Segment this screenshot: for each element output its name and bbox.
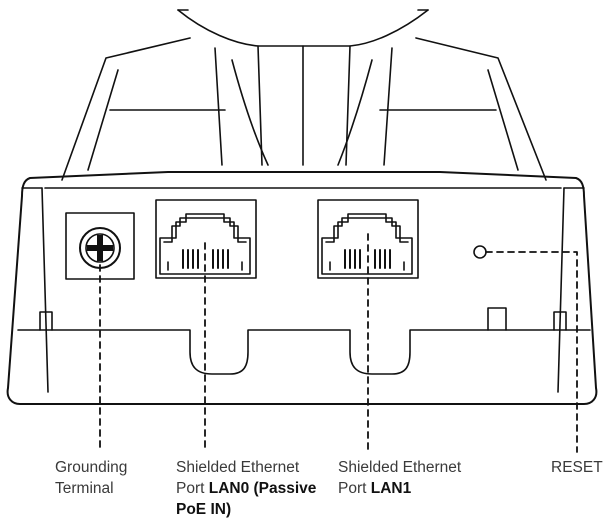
lan1-label-line2: Port LAN1: [338, 478, 461, 499]
reset-leader: [485, 251, 578, 453]
lan0-port: [155, 199, 257, 279]
rj45-port-icon: [321, 213, 413, 275]
lan0-label-line2: Port LAN0 (Passive: [176, 478, 316, 499]
housing: [6, 171, 598, 405]
lan0-label: Shielded Ethernet Port LAN0 (Passive PoE…: [176, 457, 316, 520]
lan1-label: Shielded Ethernet Port LAN1: [338, 457, 461, 499]
reset-label: RESET: [551, 457, 603, 478]
lan0-label-line1: Shielded Ethernet: [176, 459, 300, 476]
leader-lines: [99, 233, 578, 453]
grounding-terminal-label: Grounding Terminal: [55, 457, 127, 499]
grounding-label-line1: Grounding: [55, 459, 128, 476]
lan0-port-name: LAN0 (Passive: [208, 480, 317, 497]
lan1-label-line1: Shielded Ethernet: [338, 459, 462, 476]
screw-icon: [79, 227, 121, 269]
rj45-port-icon: [159, 213, 251, 275]
grounding-label-line2: Terminal: [55, 480, 114, 497]
mounting-bracket: [61, 9, 547, 181]
reset-label-line1: RESET: [551, 459, 603, 476]
lan1-port: [317, 199, 419, 279]
reset-hole-icon: [473, 245, 487, 259]
lan0-label-line3: PoE IN): [176, 501, 232, 518]
lan1-label-prefix: Port: [338, 480, 371, 497]
lan1-port-name: LAN1: [370, 480, 412, 497]
lan0-label-prefix: Port: [176, 480, 209, 497]
